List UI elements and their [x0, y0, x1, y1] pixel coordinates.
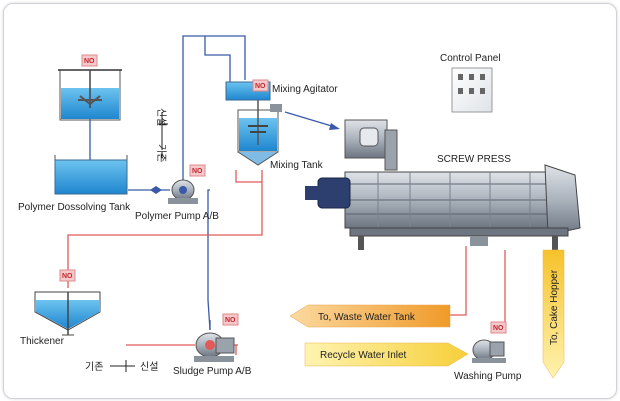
polymer-storage-tank	[54, 155, 128, 195]
no-badge-polymer-pump: NO	[189, 164, 206, 177]
label-cake-hopper: To, Cake Hopper	[549, 269, 560, 345]
recycle-water-arrow	[304, 342, 469, 367]
sludge-pump	[194, 332, 235, 362]
label-polymer-pump: Polymer Pump A/B	[135, 211, 219, 222]
no-badge-washing-pump: NO	[490, 321, 507, 334]
label-new-upper: 신설	[155, 108, 167, 126]
label-control-panel: Control Panel	[440, 53, 501, 64]
svg-text:NO: NO	[255, 83, 266, 90]
polymer-dosing-tank	[58, 69, 122, 121]
no-badge-thickener: NO	[59, 269, 76, 282]
no-badge-sludge-pump: NO	[222, 313, 239, 326]
no-badge-mixing: NO	[252, 79, 269, 92]
washing-pump	[472, 339, 506, 363]
screw-press-machine	[305, 119, 581, 250]
label-existing-lower: 기존	[85, 361, 103, 373]
label-screw-press: SCREW PRESS	[437, 154, 511, 165]
svg-text:NO: NO	[62, 273, 73, 280]
label-existing-upper: 기존	[155, 144, 167, 162]
svg-text:NO: NO	[192, 168, 203, 175]
feed-arrow	[284, 111, 340, 130]
label-recycle-water: Recycle Water Inlet	[320, 350, 407, 361]
svg-text:NO: NO	[225, 317, 236, 324]
valve-bracket-upper	[158, 112, 168, 158]
cake-hopper-arrow	[542, 249, 565, 379]
no-badges: NO NO NO NO NO NO	[59, 54, 507, 334]
label-thickener: Thickener	[20, 336, 65, 347]
no-badge-polymer-tank: NO	[81, 54, 98, 67]
thickener-tank	[34, 291, 101, 336]
label-washing-pump: Washing Pump	[454, 371, 522, 382]
control-panel	[451, 67, 493, 113]
label-waste-water: To, Waste Water Tank	[318, 312, 416, 323]
svg-text:NO: NO	[84, 58, 95, 65]
polymer-pump	[150, 179, 198, 204]
label-mixing-tank: Mixing Tank	[270, 160, 324, 171]
svg-text:NO: NO	[493, 325, 504, 332]
label-new-lower: 신설	[140, 361, 158, 373]
label-mixing-agitator: Mixing Agitator	[272, 84, 338, 95]
label-polymer-tank: Polymer Dossolving Tank	[18, 202, 131, 213]
label-sludge-pump: Sludge Pump A/B	[173, 366, 252, 377]
waste-water-arrow	[289, 304, 451, 328]
valve-bracket-lower	[110, 360, 135, 372]
